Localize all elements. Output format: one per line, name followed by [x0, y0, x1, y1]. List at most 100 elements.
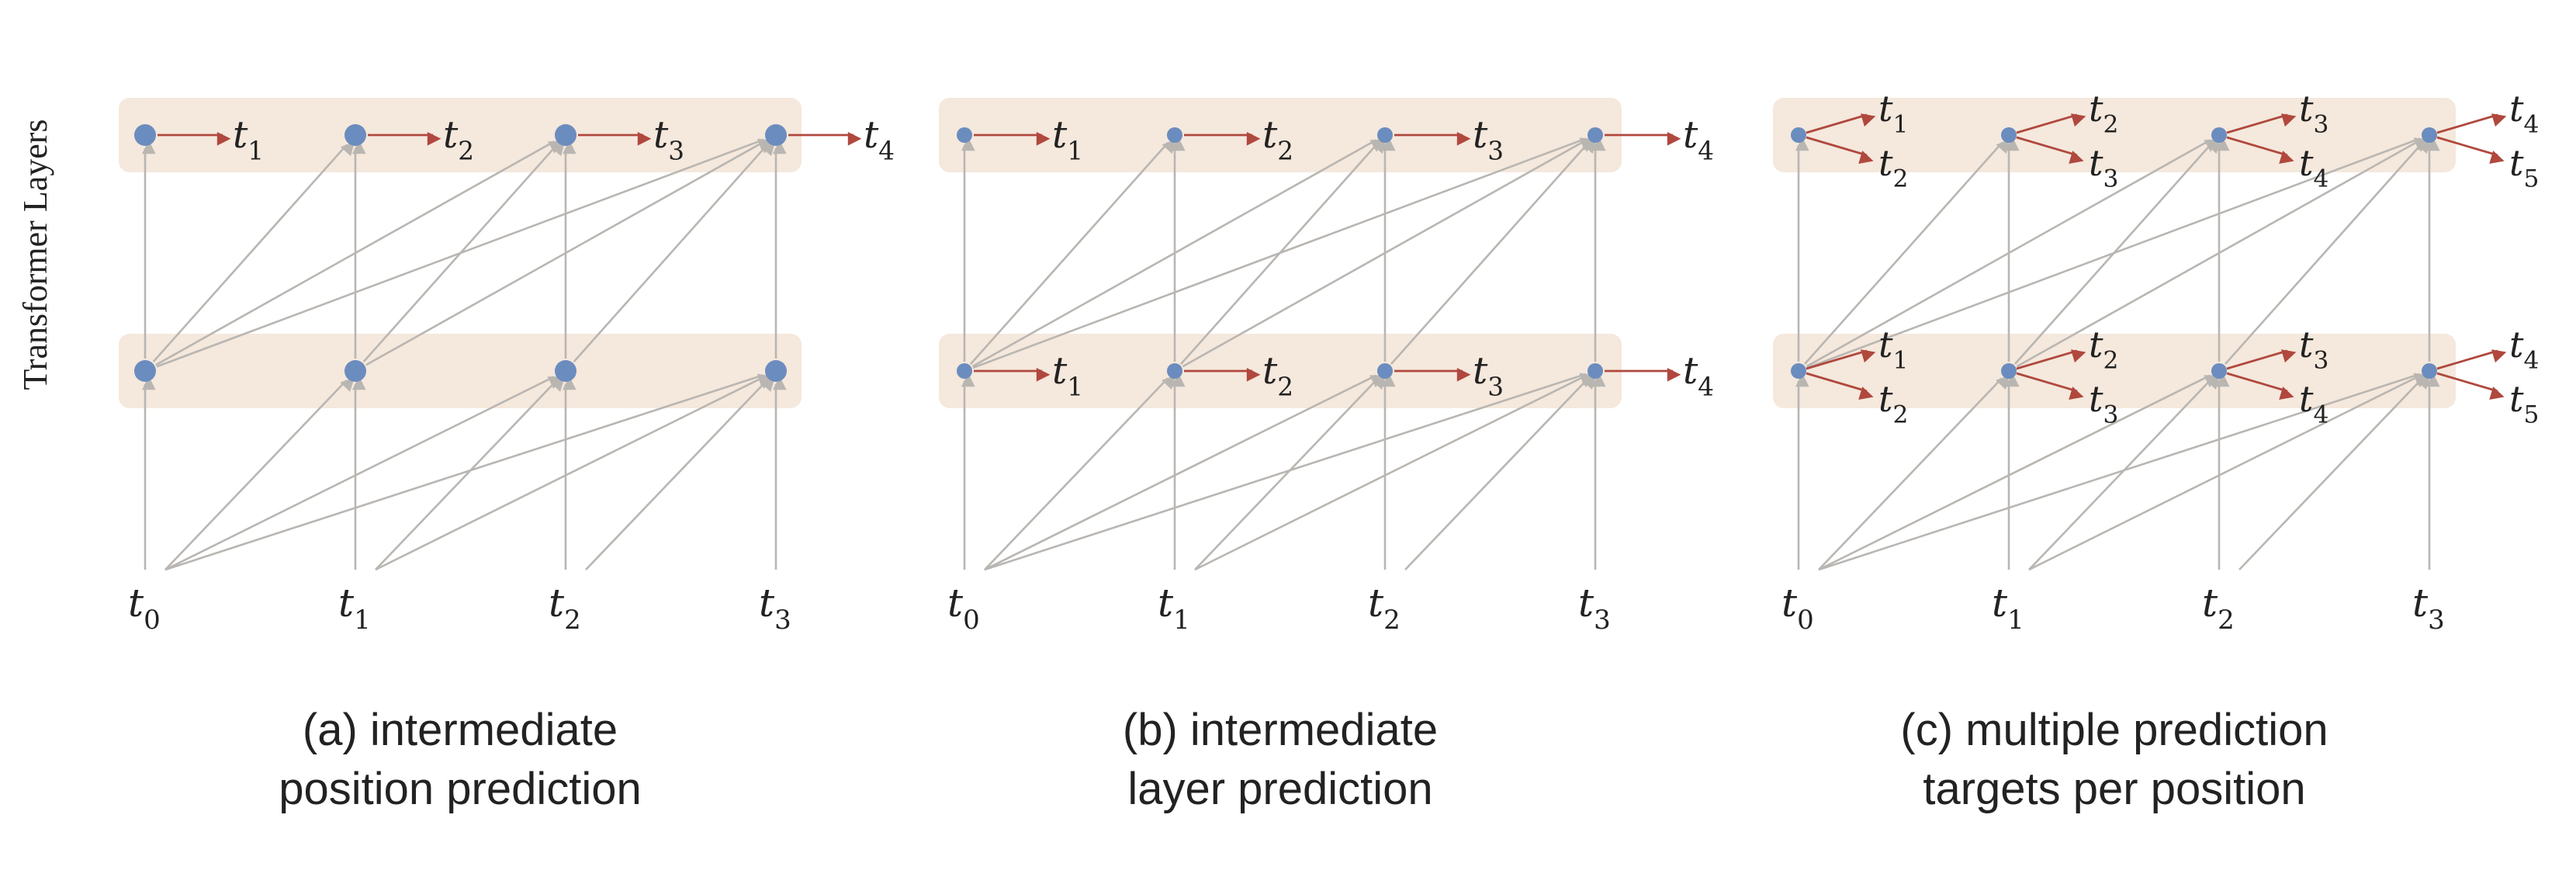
input-token-subscript: 3 — [774, 605, 791, 636]
output-token-top: t3 — [1473, 113, 1504, 165]
attention-arrow-middle-to-top — [1804, 139, 2010, 365]
hidden-state-node-middle — [1167, 363, 1182, 379]
output-token-top-symbol: t — [2509, 142, 2524, 184]
attention-arrow-input-to-middle — [164, 373, 773, 571]
prediction-arrow-top — [2016, 136, 2084, 165]
output-token-middle-subscript: 5 — [2524, 401, 2540, 429]
output-token-top: t4 — [2509, 88, 2539, 139]
hidden-state-node-middle — [2422, 363, 2437, 379]
output-token-middle-subscript: 3 — [1487, 372, 1504, 401]
output-token-middle-symbol: t — [2299, 324, 2314, 366]
hidden-state-node-top — [1587, 127, 1603, 143]
input-token-subscript: 1 — [354, 605, 371, 636]
attention-arrow-input-to-middle — [1194, 374, 1595, 571]
input-token-symbol: t — [947, 581, 964, 626]
input-token-symbol: t — [549, 581, 565, 626]
input-token-subscript: 3 — [1594, 605, 1611, 636]
panel-caption-line-1: (b) intermediate — [1123, 705, 1438, 755]
input-token: t1 — [338, 581, 371, 636]
output-token-middle-subscript: 1 — [1067, 372, 1083, 401]
hidden-state-node-top — [2422, 127, 2437, 143]
output-token-middle-symbol: t — [2509, 378, 2524, 420]
panel-caption-line-2: layer prediction — [1127, 764, 1432, 814]
input-token-symbol: t — [2202, 581, 2218, 626]
panel-caption-line-2: targets per position — [1923, 764, 2305, 814]
hidden-state-node-top — [957, 127, 972, 143]
layer-band-middle — [939, 334, 1622, 408]
output-token-middle-symbol: t — [1052, 349, 1068, 393]
output-token-top-subscript: 4 — [2314, 165, 2329, 193]
prediction-arrow-top — [1806, 113, 1876, 134]
output-token-middle-symbol: t — [2299, 378, 2314, 420]
attention-arrow-input-to-middle — [1818, 375, 2010, 570]
prediction-arrow-top — [2436, 136, 2505, 165]
output-token-top: t4 — [2299, 142, 2328, 193]
output-token-middle: t2 — [2089, 324, 2118, 375]
output-token-top: t3 — [653, 113, 684, 165]
output-token-middle-subscript: 2 — [2103, 347, 2119, 375]
input-token-symbol: t — [1781, 581, 1798, 626]
output-token-top-subscript: 3 — [668, 136, 684, 165]
output-token-middle: t1 — [1052, 349, 1083, 401]
input-token: t2 — [549, 581, 581, 636]
hidden-state-node-middle — [957, 363, 972, 379]
hidden-state-node-top — [555, 124, 576, 146]
output-token-top-subscript: 4 — [2524, 111, 2540, 139]
output-token-top: t1 — [233, 113, 264, 165]
hidden-state-node-middle — [134, 360, 156, 382]
output-token-top-symbol: t — [1052, 113, 1068, 157]
output-token-top-subscript: 2 — [1893, 165, 1909, 193]
output-token-top: t1 — [1052, 113, 1083, 165]
output-token-middle-subscript: 4 — [1698, 372, 1714, 401]
input-token-subscript: 2 — [1383, 605, 1401, 636]
input-token-subscript: 2 — [564, 605, 581, 636]
prediction-arrow-middle — [2436, 372, 2505, 400]
prediction-arrow-middle — [2436, 349, 2507, 370]
attention-arrow-middle-to-top — [573, 141, 776, 362]
layer-band-top — [939, 98, 1622, 172]
y-axis-label: Transformer Layers — [16, 119, 54, 390]
output-token-top: t3 — [2299, 88, 2328, 139]
input-token-symbol: t — [338, 581, 355, 626]
output-token-middle: t3 — [1473, 349, 1504, 401]
hidden-state-node-top — [1791, 127, 1806, 143]
hidden-state-node-top — [765, 124, 787, 146]
input-token-symbol: t — [759, 581, 775, 626]
panel-caption-line-1: (a) intermediate — [303, 705, 618, 755]
input-token-symbol: t — [1578, 581, 1594, 626]
attention-arrow-input-to-middle — [1818, 374, 2219, 571]
hidden-state-node-middle — [345, 360, 366, 382]
input-token: t2 — [1368, 581, 1401, 636]
input-token-symbol: t — [1992, 581, 2008, 626]
output-token-top-subscript: 3 — [2314, 111, 2329, 139]
attention-arrow-input-to-middle — [1818, 373, 2429, 571]
output-token-top-symbol: t — [2509, 88, 2524, 130]
panel-caption-line-2: position prediction — [279, 764, 642, 814]
prediction-arrow-middle — [2226, 349, 2297, 370]
output-token-middle: t4 — [2509, 324, 2539, 375]
prediction-arrow-middle — [1806, 372, 1874, 400]
output-token-top-symbol: t — [1683, 113, 1698, 157]
output-token-middle-symbol: t — [2509, 324, 2524, 366]
input-token-subscript: 0 — [1797, 605, 1814, 636]
output-token-top-subscript: 2 — [1277, 136, 1293, 165]
input-token: t2 — [2202, 581, 2235, 636]
output-token-middle-symbol: t — [1683, 349, 1698, 393]
attention-arrow-middle-to-top — [2225, 139, 2431, 365]
hidden-state-node-middle — [1791, 363, 1806, 379]
output-token-top-symbol: t — [2089, 88, 2103, 130]
output-token-top: t5 — [2509, 142, 2539, 193]
attention-arrow-input-to-middle — [1404, 375, 1597, 570]
hidden-state-node-middle — [2001, 363, 2017, 379]
attention-arrow-input-to-middle — [375, 377, 565, 570]
output-token-top-subscript: 1 — [1893, 111, 1909, 139]
hidden-state-node-top — [134, 124, 156, 146]
output-token-middle-symbol: t — [2089, 324, 2103, 366]
output-token-top-subscript: 1 — [1067, 136, 1083, 165]
prediction-arrow-top — [1806, 136, 1874, 165]
prediction-arrow-middle — [2226, 372, 2294, 400]
attention-arrow-input-to-middle — [984, 373, 1595, 571]
output-token-top-symbol: t — [1473, 113, 1488, 157]
prediction-arrow-top — [2226, 113, 2297, 134]
